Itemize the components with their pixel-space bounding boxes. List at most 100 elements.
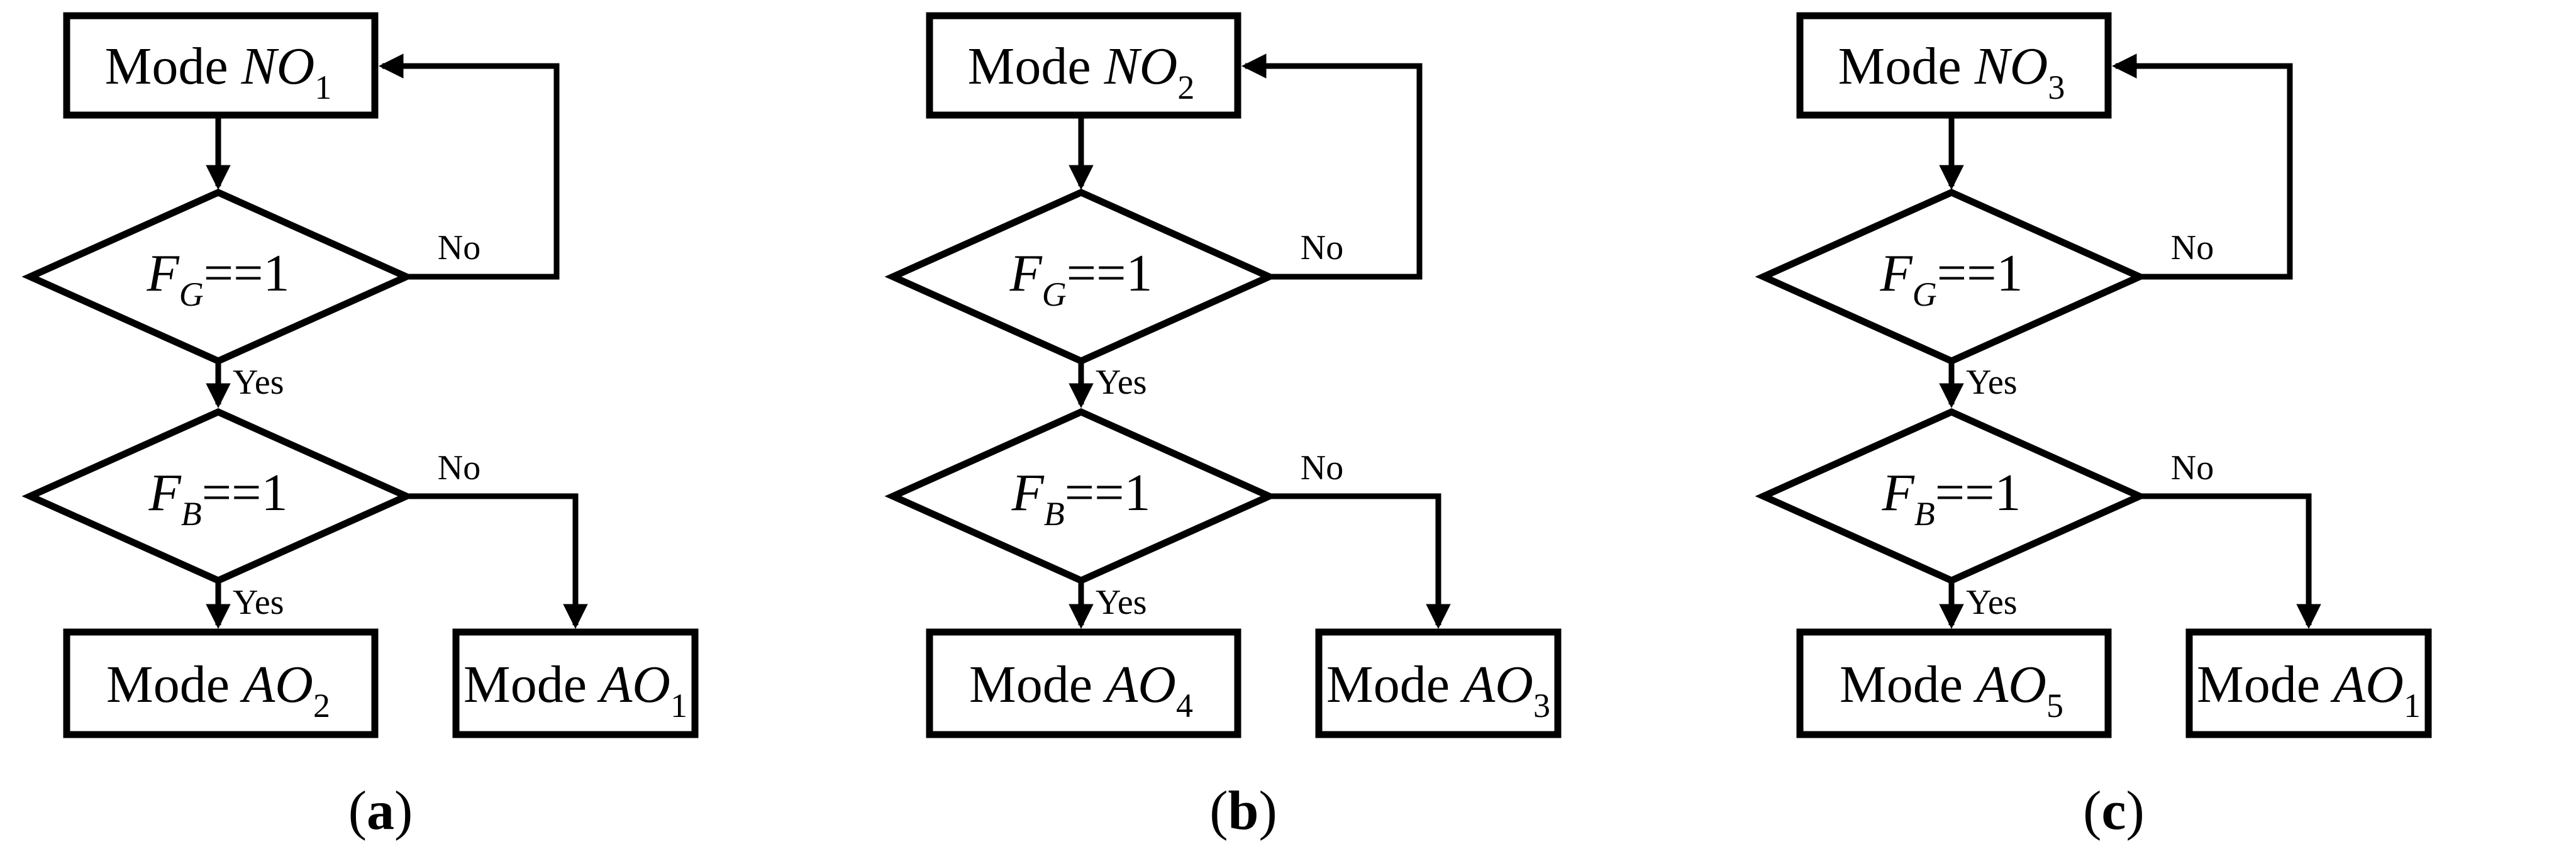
caption-open-paren: ( <box>2083 780 2101 841</box>
fg-condition: ==1 <box>1067 244 1153 303</box>
caption-letter: c <box>2101 780 2126 841</box>
fb-condition: ==1 <box>202 464 288 522</box>
mode-no-subscript: 2 <box>1177 69 1194 106</box>
fg-var: F <box>1009 244 1043 303</box>
mode-ao-yes-label: Mode AO5 <box>1840 655 2063 725</box>
mode-no-name: NO <box>241 37 315 96</box>
arrow-fg-no-loop <box>2112 53 2293 280</box>
fg-var: F <box>146 244 180 303</box>
fg-no-label: No <box>2171 228 2214 267</box>
caption-open-paren: ( <box>1209 780 1228 841</box>
mode-no-prefix: Mode <box>1838 37 1975 96</box>
fb-no-label: No <box>438 448 480 487</box>
arrow-fg-no-loop <box>1241 53 1423 280</box>
fg-decision-diamond <box>21 188 415 365</box>
mode-no-box-label: Mode NO3 <box>1838 37 2065 106</box>
fb-condition: ==1 <box>1935 464 2021 522</box>
fg-decision-label: FG==1 <box>1879 244 2023 313</box>
mode-no-box-label: Mode NO1 <box>105 37 332 106</box>
fb-var-subscript: B <box>181 495 202 533</box>
fb-var-subscript: B <box>1044 495 1065 533</box>
fg-var-subscript: G <box>179 275 204 313</box>
fb-var-subscript: B <box>1914 495 1935 533</box>
mode-no-name: NO <box>1974 37 2048 96</box>
mode-ao-yes-label: Mode AO2 <box>106 655 330 725</box>
arrow-fb-no-to-nobox <box>1269 493 1451 629</box>
mode-no-subscript: 1 <box>314 69 331 106</box>
ao-no-prefix: Mode <box>2197 655 2333 714</box>
fg-yes-label: Yes <box>1966 363 2017 402</box>
mode-no-prefix: Mode <box>105 37 242 96</box>
subfigure-caption-b: (b) <box>1209 780 1277 841</box>
fb-decision-label: FB==1 <box>148 464 287 533</box>
ao-yes-subscript: 4 <box>1176 687 1193 725</box>
fg-no-label: No <box>438 228 480 267</box>
fg-var-subscript: G <box>1913 275 1937 313</box>
fg-decision-diamond <box>884 188 1278 365</box>
mode-ao-no-label: Mode AO1 <box>2197 655 2421 725</box>
fg-condition: ==1 <box>1937 244 2023 303</box>
fg-yes-label: Yes <box>233 363 284 402</box>
fg-var-subscript: G <box>1042 275 1067 313</box>
caption-close-paren: ) <box>2126 780 2145 841</box>
fb-condition: ==1 <box>1065 464 1151 522</box>
caption-open-paren: ( <box>348 780 367 841</box>
fb-var: F <box>1881 464 1915 522</box>
fb-var: F <box>148 464 182 522</box>
mode-ao-yes-box <box>63 628 379 738</box>
ao-no-subscript: 1 <box>2404 687 2421 725</box>
fg-decision-label: FG==1 <box>146 244 289 313</box>
fb-yes-label: Yes <box>1096 583 1146 622</box>
ao-no-prefix: Mode <box>464 655 600 714</box>
fg-decision-diamond <box>1755 188 2148 365</box>
mode-no-box <box>926 12 1241 119</box>
mode-ao-no-box <box>1315 628 1562 738</box>
ao-no-subscript: 1 <box>670 687 687 725</box>
fb-yes-label: Yes <box>1966 583 2017 622</box>
fg-yes-label: Yes <box>1096 363 1146 402</box>
mode-no-prefix: Mode <box>968 37 1104 96</box>
fg-decision-label: FG==1 <box>1009 244 1152 313</box>
ao-yes-subscript: 5 <box>2046 687 2063 725</box>
ao-no-name: AO <box>1460 655 1533 714</box>
mode-no-name: NO <box>1104 37 1178 96</box>
mode-ao-no-box <box>452 628 699 738</box>
ao-yes-prefix: Mode <box>1840 655 1976 714</box>
mode-ao-no-box <box>2185 628 2432 738</box>
caption-letter: a <box>367 780 394 841</box>
fb-decision-diamond <box>1755 408 2148 585</box>
flowchart-b: Mode NO2 FG==1 No Yes FB==1 No Yes Mode … <box>884 12 1562 841</box>
fg-no-label: No <box>1301 228 1343 267</box>
mode-ao-no-label: Mode AO1 <box>464 655 687 725</box>
ao-yes-subscript: 2 <box>313 687 330 725</box>
caption-close-paren: ) <box>1258 780 1277 841</box>
flowchart-c: Mode NO3 FG==1 No Yes FB==1 No Yes Mode … <box>1755 12 2432 841</box>
arrow-fb-no-to-nobox <box>2140 493 2321 629</box>
ao-no-name: AO <box>597 655 670 714</box>
fb-no-label: No <box>1301 448 1343 487</box>
ao-no-prefix: Mode <box>1326 655 1463 714</box>
ao-yes-name: AO <box>1102 655 1176 714</box>
ao-no-subscript: 3 <box>1533 687 1550 725</box>
ao-no-name: AO <box>2330 655 2404 714</box>
mode-no-subscript: 3 <box>2048 69 2065 106</box>
fb-decision-label: FB==1 <box>1011 464 1150 533</box>
flowchart-a: Mode NO1 FG==1 No Yes FB==1 No Yes Mode … <box>21 12 699 841</box>
mode-ao-yes-box <box>1796 628 2112 738</box>
arrow-fg-no-loop <box>379 53 560 280</box>
fg-var: F <box>1879 244 1913 303</box>
caption-letter: b <box>1228 780 1259 841</box>
mode-ao-yes-box <box>926 628 1241 738</box>
arrow-fb-no-to-nobox <box>406 493 588 629</box>
fb-var: F <box>1011 464 1045 522</box>
ao-yes-prefix: Mode <box>106 655 243 714</box>
fb-decision-diamond <box>21 408 415 585</box>
ao-yes-name: AO <box>240 655 313 714</box>
fb-decision-diamond <box>884 408 1278 585</box>
fb-no-label: No <box>2171 448 2214 487</box>
subfigure-caption-c: (c) <box>2083 780 2145 841</box>
subfigure-caption-a: (a) <box>348 780 413 841</box>
fg-condition: ==1 <box>204 244 290 303</box>
